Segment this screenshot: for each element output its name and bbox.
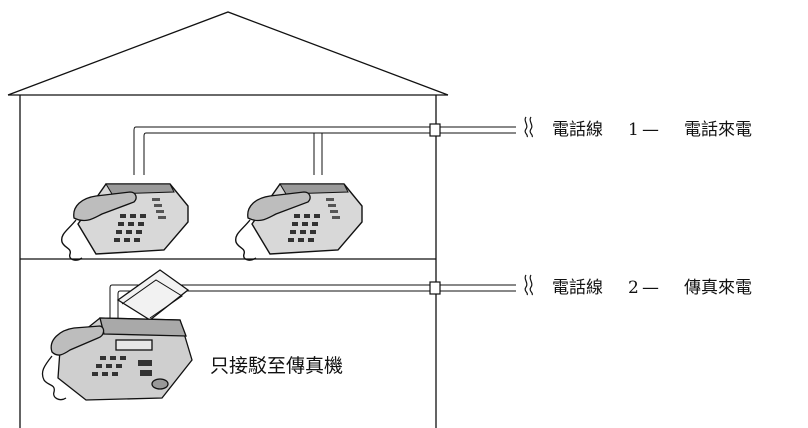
line2-label: 電話線 <box>552 278 603 298</box>
line1-break-symbol <box>524 116 534 138</box>
house-outline <box>7 11 449 428</box>
house-roof <box>7 11 449 96</box>
line2-desc: 傳真來電 <box>684 278 752 298</box>
line1-label-group: 電話線 1 — 電話來電 <box>552 120 752 140</box>
line1-desc: 電話來電 <box>684 120 752 140</box>
line2-wiring <box>109 284 516 318</box>
telephone-2-icon <box>234 183 363 261</box>
line2-wall-jack <box>429 281 441 295</box>
line1-number: 1 <box>628 120 639 140</box>
fax-machine-icon <box>41 269 193 401</box>
line2-label-group: 電話線 2 — 傳真來電 <box>552 278 752 298</box>
line1-wiring <box>133 126 516 175</box>
line2-dash: — <box>642 278 659 298</box>
line1-label: 電話線 <box>552 120 603 140</box>
line2-break-symbol <box>524 274 534 296</box>
line2-number: 2 <box>628 278 639 298</box>
fax-caption: 只接駁至傳真機 <box>210 355 343 377</box>
telephone-1-icon <box>60 183 189 261</box>
line1-wall-jack <box>429 123 441 137</box>
line1-dash: — <box>642 120 659 140</box>
